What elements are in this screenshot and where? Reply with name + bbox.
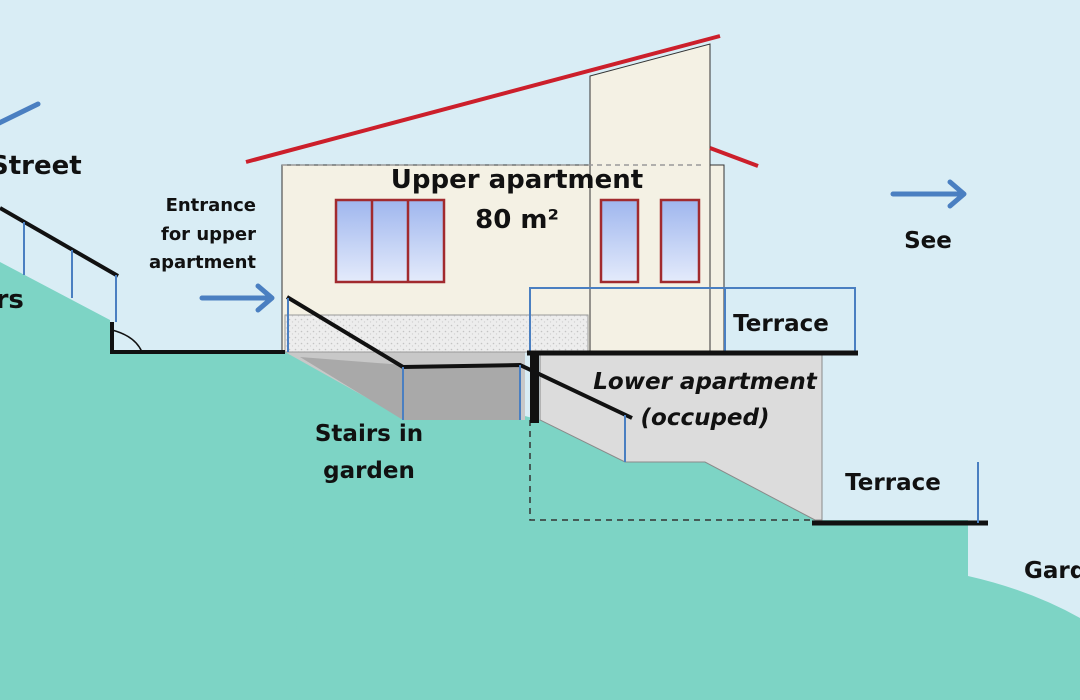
occupied-label: (occuped) (641, 405, 770, 431)
street-curb (111, 329, 143, 353)
hillside-ground-lower (285, 352, 1080, 700)
garden-label: Garden (1024, 558, 1080, 584)
retaining-wall (530, 353, 539, 423)
dashed-excavation-outline (529, 420, 812, 521)
upper-terrace-railing (529, 287, 856, 352)
street-ground-line (110, 322, 285, 354)
entrance-label-line3: apartment (149, 252, 256, 273)
window-single-right (659, 198, 701, 284)
roof-main (245, 34, 721, 164)
stairs-label: Stairs (0, 285, 24, 315)
arrow-street-icon (0, 101, 41, 126)
arrow-see-icon (890, 179, 967, 209)
street-label: Street (0, 151, 82, 181)
entrance-label-line1: Entrance (166, 195, 256, 216)
stairs-in-garden-line2: garden (323, 458, 415, 484)
lower-apartment-area (539, 354, 823, 521)
foundation-strip (284, 314, 589, 353)
upper-terrace-label: Terrace (733, 311, 829, 337)
roof-side (709, 146, 759, 168)
stairs-in-garden-line1: Stairs in (315, 421, 423, 447)
entrance-label-line2: for upper (161, 224, 256, 245)
upper-area-label: 80 m² (475, 205, 559, 235)
garden-stairs-posts (287, 298, 626, 462)
window-triple (334, 198, 446, 284)
street-stairs-handrail (0, 206, 119, 278)
garden-stairs-fill (300, 357, 520, 420)
house-side-wall (709, 164, 725, 353)
garden-stairs-handrail (285, 295, 633, 420)
see-label: See (904, 228, 952, 254)
street-stairs-posts (23, 222, 117, 322)
window-single-left (599, 198, 640, 284)
lower-terrace-label: Terrace (845, 470, 941, 496)
upper-apartment-label: Upper apartment (391, 165, 643, 195)
arrow-entrance-icon (199, 283, 275, 313)
lower-apartment-label: Lower apartment (593, 369, 817, 395)
